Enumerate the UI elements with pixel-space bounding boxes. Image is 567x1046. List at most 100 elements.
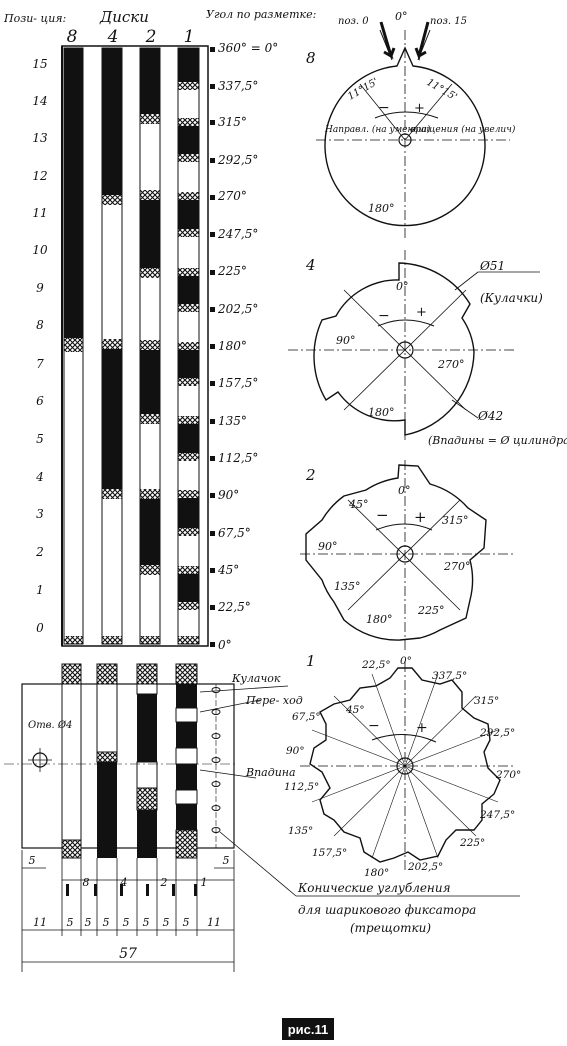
dimension-labels: 5 5 8 4 2 1 11 5 5 5 5 5 5 5 11 57 <box>29 854 230 962</box>
svg-text:112,5°: 112,5° <box>218 451 258 465</box>
svg-text:0: 0 <box>36 621 44 635</box>
svg-text:Впадина: Впадина <box>245 766 296 779</box>
svg-text:1: 1 <box>36 583 44 597</box>
svg-text:10: 10 <box>32 243 48 257</box>
disk-2-drawing: 2 0° 45° 90° 135° 180° 225° 270° 315° − … <box>300 460 515 650</box>
svg-text:67,5°: 67,5° <box>292 711 321 723</box>
svg-text:0°: 0° <box>218 638 232 652</box>
svg-text:225°: 225° <box>217 264 247 278</box>
svg-text:270°: 270° <box>437 358 465 371</box>
svg-text:2: 2 <box>305 466 316 484</box>
svg-text:337,5°: 337,5° <box>432 670 467 682</box>
disk-1-drawing: 1 0° 22,5° 337,5° 45° 315° 67,5° 292,5° … <box>284 652 521 879</box>
svg-text:8: 8 <box>83 876 90 889</box>
svg-text:(трещотки): (трещотки) <box>350 921 431 935</box>
svg-text:22,5°: 22,5° <box>361 659 391 671</box>
svg-text:7: 7 <box>36 357 44 371</box>
svg-text:5: 5 <box>163 916 170 929</box>
svg-text:4: 4 <box>305 256 316 274</box>
svg-text:Направл. (на уменьш): Направл. (на уменьш) <box>324 124 431 135</box>
svg-text:5: 5 <box>223 854 230 867</box>
svg-text:5: 5 <box>123 916 130 929</box>
svg-text:для шарикового фиксатора: для шарикового фиксатора <box>298 903 476 917</box>
svg-text:4: 4 <box>35 470 44 484</box>
disk-8-drawing: 8 поз. 0 поз. 15 0° 11°15' 11°15' − + На… <box>306 10 516 240</box>
disk4-black-mid <box>102 345 122 495</box>
svg-text:292,5°: 292,5° <box>479 727 515 739</box>
svg-text:11: 11 <box>207 916 221 929</box>
svg-text:5: 5 <box>85 916 92 929</box>
svg-text:13: 13 <box>32 131 48 145</box>
svg-text:+: + <box>416 305 427 320</box>
svg-text:247,5°: 247,5° <box>479 809 515 821</box>
svg-text:0°: 0° <box>395 10 408 23</box>
svg-text:360° = 0°: 360° = 0° <box>218 41 278 55</box>
svg-text:(Кулачки): (Кулачки) <box>480 291 543 305</box>
svg-text:−: − <box>376 506 389 524</box>
angle-labels: 360° = 0° 337,5° 315° 292,5° 270° 247,5°… <box>217 41 278 652</box>
svg-text:Ø42: Ø42 <box>477 409 503 423</box>
svg-text:157,5°: 157,5° <box>312 847 347 859</box>
svg-text:90°: 90° <box>318 540 338 553</box>
svg-text:67,5°: 67,5° <box>218 526 251 540</box>
svg-text:Отв. Ø4: Отв. Ø4 <box>28 720 72 731</box>
svg-text:0°: 0° <box>396 280 409 293</box>
code-table <box>61 45 215 647</box>
svg-text:180°: 180° <box>368 406 395 419</box>
disk8-black <box>64 48 83 344</box>
svg-text:поз. 15: поз. 15 <box>430 16 467 27</box>
svg-text:135°: 135° <box>218 414 247 428</box>
svg-text:11: 11 <box>33 916 47 929</box>
disk-number-8: 8 <box>67 27 78 47</box>
svg-text:180°: 180° <box>218 339 247 353</box>
disk-4-drawing: 4 0° 90° 180° 270° − + Ø51 (Кулачки) Ø42… <box>288 250 567 447</box>
svg-text:поз. 0: поз. 0 <box>338 16 369 27</box>
disk8-transition-bottom <box>64 636 83 644</box>
svg-text:112,5°: 112,5° <box>284 781 319 793</box>
dimensions <box>21 850 235 972</box>
svg-text:11: 11 <box>32 206 47 220</box>
disk4-black-top <box>102 48 122 198</box>
positions-label: Пози- ция: <box>3 12 66 25</box>
position-numbers: 15 14 13 12 11 10 9 8 7 6 5 4 3 2 1 0 <box>32 57 48 635</box>
svg-text:157,5°: 157,5° <box>218 376 258 390</box>
svg-text:0°: 0° <box>400 655 412 667</box>
svg-text:+: + <box>414 508 427 526</box>
svg-text:Кулачок: Кулачок <box>231 672 281 685</box>
detent-dots <box>210 47 215 647</box>
angle-label: Угол по разметке: <box>206 8 316 21</box>
svg-text:270°: 270° <box>443 560 471 573</box>
svg-text:Пере- ход: Пере- ход <box>245 694 303 707</box>
svg-text:2: 2 <box>35 545 44 559</box>
svg-text:315°: 315° <box>474 695 499 707</box>
svg-text:(Впадины = Ø цилиндра): (Впадины = Ø цилиндра) <box>428 434 567 447</box>
svg-text:1: 1 <box>306 652 316 670</box>
svg-text:337,5°: 337,5° <box>218 79 258 93</box>
svg-text:247,5°: 247,5° <box>217 227 258 241</box>
disk8-transition <box>64 338 83 352</box>
svg-text:2: 2 <box>160 876 168 889</box>
svg-text:57: 57 <box>119 946 137 962</box>
svg-text:11°15': 11°15' <box>425 77 459 103</box>
svg-text:9: 9 <box>36 281 44 295</box>
disk-number-1: 1 <box>184 27 195 47</box>
svg-text:3: 3 <box>36 507 44 521</box>
svg-text:292,5°: 292,5° <box>217 153 258 167</box>
svg-text:90°: 90° <box>218 488 239 502</box>
bold-dim-ticks <box>66 884 197 896</box>
disk-number-4: 4 <box>107 27 119 47</box>
svg-text:315°: 315° <box>218 115 247 129</box>
svg-text:−: − <box>368 718 380 734</box>
svg-text:45°: 45° <box>348 498 369 511</box>
svg-text:180°: 180° <box>366 613 393 626</box>
section-view: Отв. Ø4 Кулачок Пере- ход Впадина Кониче… <box>4 663 520 935</box>
svg-text:270°: 270° <box>495 769 521 781</box>
svg-text:Ø51: Ø51 <box>479 259 505 273</box>
svg-text:6: 6 <box>36 394 44 408</box>
svg-text:8: 8 <box>36 318 44 332</box>
svg-text:180°: 180° <box>364 867 389 879</box>
svg-text:135°: 135° <box>334 580 361 593</box>
svg-text:5: 5 <box>29 854 36 867</box>
svg-text:вращения (на увелич): вращения (на увелич) <box>410 124 516 135</box>
svg-text:315°: 315° <box>442 514 469 527</box>
